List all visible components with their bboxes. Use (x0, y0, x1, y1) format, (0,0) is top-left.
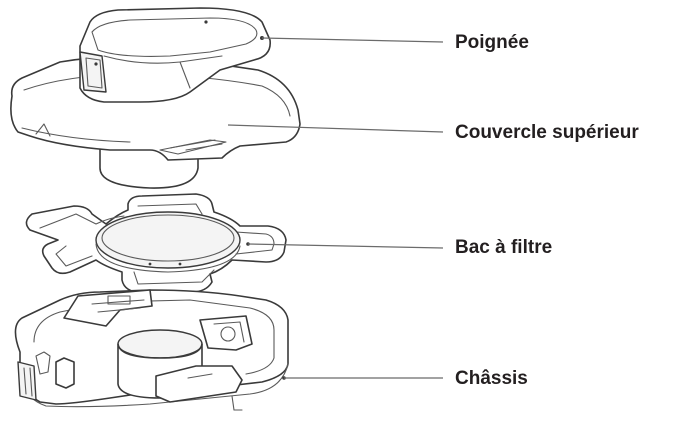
label-filter-tray: Bac à filtre (455, 238, 552, 257)
chassis-part (15, 290, 288, 410)
label-handle: Poignée (455, 33, 529, 52)
leader-line-handle (262, 38, 443, 42)
filter-tray-part (26, 194, 286, 292)
label-chassis: Châssis (455, 369, 528, 388)
label-top-cover: Couvercle supérieur (455, 123, 639, 142)
